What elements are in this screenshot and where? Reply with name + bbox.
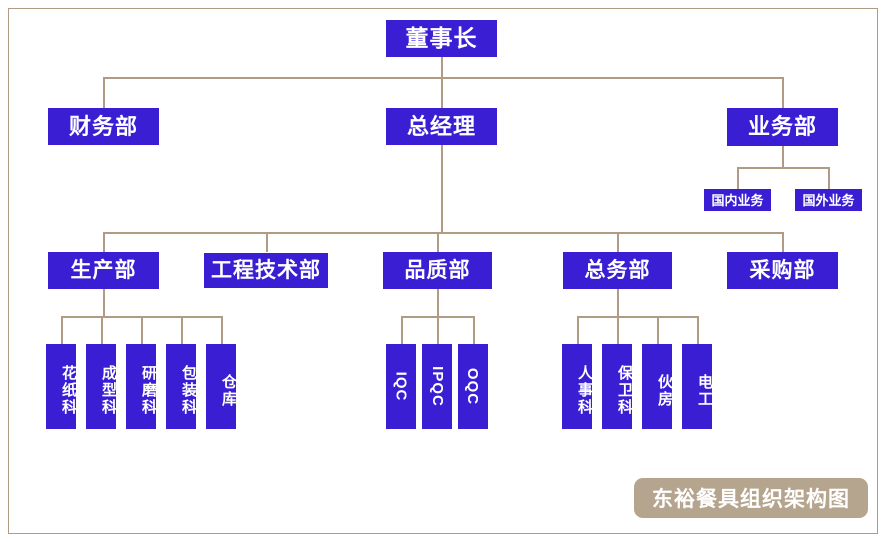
connector-general-manager-down xyxy=(441,145,443,233)
leaf-quality-1-label: IQC xyxy=(392,371,410,402)
node-chairman[interactable]: 董事长 xyxy=(386,20,497,57)
connector-drop-prod-1 xyxy=(61,316,63,344)
leaf-production-4[interactable]: 包装科 xyxy=(166,344,197,429)
leaf-quality-2[interactable]: IPQC xyxy=(422,344,452,429)
connector-chairman-down xyxy=(441,56,443,78)
node-business-overseas[interactable]: 国外业务 xyxy=(795,189,862,211)
connector-drop-qc-2 xyxy=(437,316,439,344)
connector-drop-business-domestic xyxy=(737,167,739,189)
connector-level3-bus xyxy=(103,232,783,234)
node-business[interactable]: 业务部 xyxy=(727,108,838,146)
connector-drop-business xyxy=(782,77,784,108)
leaf-production-1[interactable]: 花纸科 xyxy=(46,344,77,429)
node-purchasing[interactable]: 采购部 xyxy=(727,252,838,289)
connector-drop-aff-1 xyxy=(577,316,579,344)
node-engineering[interactable]: 工程技术部 xyxy=(204,253,328,288)
connector-drop-prod-3 xyxy=(141,316,143,344)
leaf-quality-2-label: IPQC xyxy=(428,366,446,407)
leaf-production-5[interactable]: 仓库 xyxy=(206,344,237,429)
connector-drop-production xyxy=(103,232,105,252)
connector-drop-aff-4 xyxy=(697,316,699,344)
connector-drop-prod-2 xyxy=(101,316,103,344)
leaf-affairs-3[interactable]: 伙房 xyxy=(642,344,673,429)
chart-title-badge: 东裕餐具组织架构图 xyxy=(634,478,868,518)
connector-quality-down xyxy=(437,289,439,317)
connector-drop-finance xyxy=(103,77,105,108)
leaf-quality-1[interactable]: IQC xyxy=(386,344,416,429)
leaf-quality-3-label: OQC xyxy=(464,367,482,406)
leaf-quality-3[interactable]: OQC xyxy=(458,344,488,429)
leaf-affairs-4[interactable]: 电工 xyxy=(682,344,713,429)
connector-drop-business-overseas xyxy=(828,167,830,189)
connector-production-down xyxy=(103,289,105,317)
node-business-domestic[interactable]: 国内业务 xyxy=(704,189,771,211)
connector-drop-general-manager xyxy=(441,77,443,108)
leaf-affairs-2[interactable]: 保卫科 xyxy=(602,344,633,429)
connector-business-bus xyxy=(737,167,829,169)
connector-drop-qc-3 xyxy=(473,316,475,344)
connector-drop-prod-4 xyxy=(181,316,183,344)
connector-drop-quality xyxy=(437,232,439,252)
connector-general-affairs-down xyxy=(617,289,619,317)
node-quality[interactable]: 品质部 xyxy=(383,252,492,289)
node-general-manager[interactable]: 总经理 xyxy=(386,108,497,145)
connector-drop-qc-1 xyxy=(401,316,403,344)
connector-drop-aff-2 xyxy=(617,316,619,344)
connector-drop-purchasing xyxy=(782,232,784,252)
leaf-production-3[interactable]: 研磨科 xyxy=(126,344,157,429)
connector-affairs-bus xyxy=(577,316,697,318)
node-general-affairs[interactable]: 总务部 xyxy=(563,252,672,289)
leaf-affairs-1[interactable]: 人事科 xyxy=(562,344,593,429)
leaf-production-2[interactable]: 成型科 xyxy=(86,344,117,429)
connector-level2-bus xyxy=(103,77,783,79)
connector-drop-engineering xyxy=(266,232,268,252)
node-production[interactable]: 生产部 xyxy=(48,252,159,289)
connector-drop-prod-5 xyxy=(221,316,223,344)
connector-business-down xyxy=(782,146,784,168)
node-finance[interactable]: 财务部 xyxy=(48,108,159,145)
connector-drop-aff-3 xyxy=(657,316,659,344)
connector-drop-general-affairs xyxy=(617,232,619,252)
